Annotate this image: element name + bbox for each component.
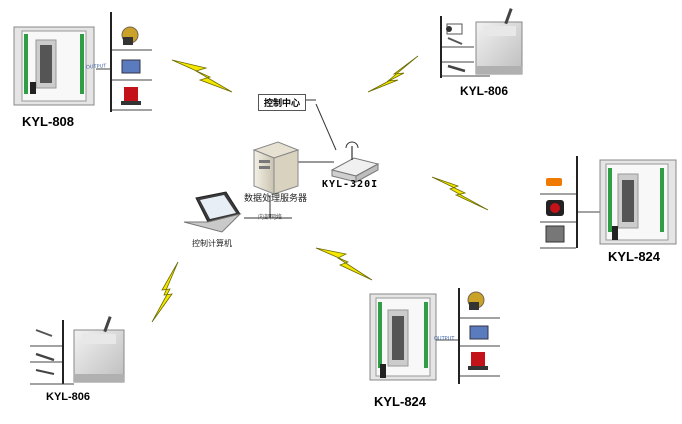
device-kyl-808 <box>13 12 152 112</box>
lightning-bolt-bottom-left <box>151 261 179 323</box>
wireless-links <box>151 55 489 323</box>
control-center-label: 控制中心 <box>258 94 307 111</box>
connection-lines <box>244 99 337 219</box>
lightning-bolt-top-left <box>171 59 233 93</box>
server-label: 数据处理服务器 <box>244 194 308 204</box>
device-kyl-806-bottom <box>30 316 125 385</box>
laptop <box>183 191 242 233</box>
device-label-kyl-808: KYL-808 <box>22 114 75 129</box>
device-kyl-824-right <box>540 156 677 249</box>
lightning-bolt-bottom-center <box>315 247 373 281</box>
device-kyl-824-bottom <box>369 288 500 384</box>
device-label-kyl-806-top: KYL-806 <box>460 84 509 98</box>
output-label-bottom: OUTPUT <box>434 336 455 342</box>
network-link-label: 内部网络 <box>258 214 283 221</box>
router-device <box>330 141 380 183</box>
device-label-kyl-806-bottom: KYL-806 <box>46 391 91 403</box>
device-label-kyl-824-right: KYL-824 <box>608 249 661 264</box>
lightning-bolt-top-right <box>367 55 419 93</box>
device-label-kyl-824-bottom: KYL-824 <box>374 394 427 409</box>
server-tower <box>252 141 300 195</box>
router-to-callout-line <box>315 103 337 151</box>
laptop-label: 控制计算机 <box>192 239 232 248</box>
router-model-label: KYL-320I <box>322 179 379 190</box>
device-kyl-806-top <box>440 8 523 78</box>
lightning-bolt-right <box>431 176 489 211</box>
